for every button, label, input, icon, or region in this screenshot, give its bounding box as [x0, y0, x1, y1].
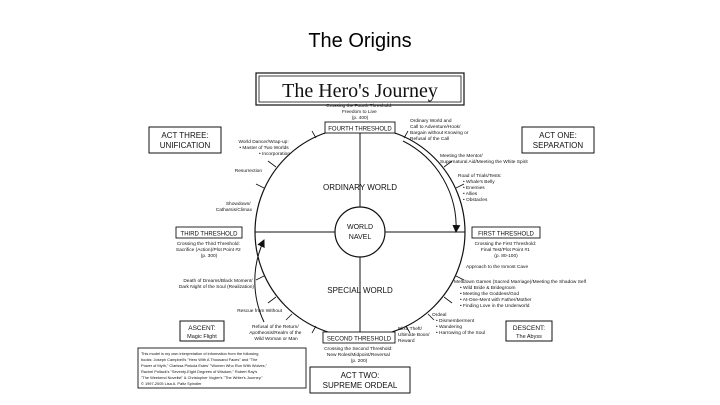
- slide-title: The Origins: [308, 30, 412, 52]
- act-three-label: ACT THREE:: [161, 131, 208, 140]
- note-ordeal: Ordeal • Dismemberment • Wandering • Har…: [432, 312, 485, 336]
- note-third: Crossing the Third Threshold: Sacrifice …: [176, 241, 242, 259]
- note-meltdown: Meltdown Games (Sacred Marriage)/Meeting…: [454, 279, 587, 309]
- direction-arrow-left: [254, 239, 265, 323]
- note-first: Crossing the First Threshold: Final Test…: [475, 241, 538, 259]
- note-death: Death of Dreams/Black Moment/ Dark Night…: [179, 278, 255, 290]
- act-one-label: ACT ONE:: [539, 131, 577, 140]
- world-navel-circle: [334, 206, 386, 258]
- second-threshold-label: SECOND THRESHOLD: [327, 337, 392, 343]
- note-fourth: Crossing the Fourth Threshold: Freedom t…: [326, 103, 393, 121]
- note-mentor: Meeting the Mentor/ Supernatural Aid/Mee…: [440, 153, 528, 165]
- third-threshold-label: THIRD THRESHOLD: [181, 232, 239, 238]
- act-three-subtitle: UNIFICATION: [160, 141, 211, 150]
- note-second: Crossing the Second Threshold: New Roles…: [324, 346, 394, 364]
- ascent-subtitle: Magic Flight: [187, 334, 217, 340]
- act-two-subtitle: SUPREME ORDEAL: [323, 381, 398, 390]
- descent-label: DESCENT:: [513, 325, 545, 332]
- note-rescue: Rescue from Without: [237, 308, 282, 314]
- note-world-dancer: World Dancer/Wrap-up: • Master of Two Wo…: [238, 139, 290, 157]
- note-road: Road of Trials/Tests: • Whale's Belly • …: [458, 173, 503, 203]
- footnote-box: [137, 347, 307, 389]
- ordinary-world-label: ORDINARY WORLD: [323, 183, 397, 192]
- fourth-threshold-label: FOURTH THRESHOLD: [328, 127, 392, 133]
- diagram-title-box: [255, 72, 465, 106]
- special-world-label: SPECIAL WORLD: [327, 286, 393, 295]
- act-one-subtitle: SEPARATION: [533, 141, 584, 150]
- world-navel-line2: NAVEL: [349, 234, 372, 241]
- note-resurrection: Resurrection: [235, 168, 263, 174]
- descent-subtitle: The Abyss: [516, 334, 542, 340]
- note-showdown: Showdown/ Catharsis/Climax: [216, 201, 253, 213]
- diagram-title: The Hero's Journey: [282, 80, 438, 102]
- note-refusal-return: Refusal of the Return/ Apotheosis/Realm …: [249, 324, 303, 342]
- ascent-label: ASCENT:: [188, 325, 216, 332]
- world-navel-line1: WORLD: [347, 224, 373, 231]
- direction-arrow-right: [402, 140, 461, 233]
- note-approach: Approach to the Inmost Cave: [466, 264, 528, 270]
- note-ordinary-call: Ordinary World and Call to Adventure/Hoo…: [410, 118, 470, 142]
- first-threshold-label: FIRST THRESHOLD: [478, 232, 534, 238]
- act-two-label: ACT TWO:: [341, 371, 380, 380]
- note-elixir: Elixir Theft/ Ultimate Boon/ Reward: [398, 326, 431, 344]
- footnote-text: This model is my own interpretation of i…: [141, 351, 268, 386]
